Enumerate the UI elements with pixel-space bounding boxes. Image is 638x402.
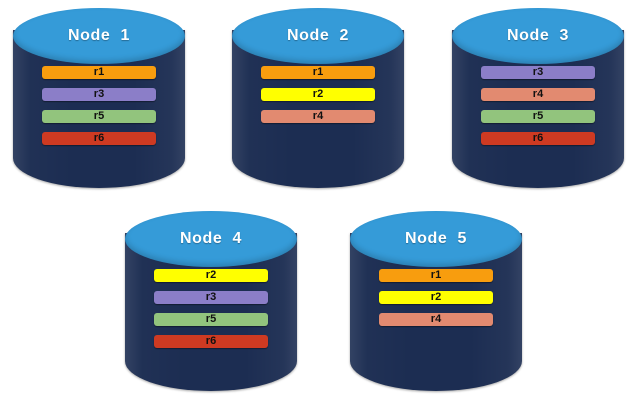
replica-bar-r4[interactable]: r4 (261, 110, 375, 123)
database-node-2[interactable]: Node 2 r1 r2 r4 (232, 8, 404, 188)
replica-bar-r2[interactable]: r2 (154, 269, 268, 282)
replica-label: r1 (430, 269, 442, 281)
node-title: Node 1 (68, 27, 130, 44)
replica-bar-r2[interactable]: r2 (261, 88, 375, 101)
replica-label: r4 (312, 110, 324, 122)
replica-bar-r3[interactable]: r3 (481, 66, 595, 79)
replica-label: r6 (93, 132, 105, 144)
replica-label: r3 (532, 66, 544, 78)
replica-label: r2 (312, 88, 324, 100)
replica-label: r2 (205, 269, 217, 281)
node-cylinder-top-ellipse (452, 8, 624, 64)
node-title: Node 2 (287, 27, 349, 44)
database-node-3[interactable]: Node 3 r3 r4 r5 r6 (452, 8, 624, 188)
replica-label: r2 (430, 291, 442, 303)
node-title: Node 5 (405, 230, 467, 247)
replica-label: r3 (205, 291, 217, 303)
node-cylinder-top-ellipse (125, 211, 297, 267)
replica-bar-r1[interactable]: r1 (379, 269, 493, 282)
node-cylinder-top-ellipse (232, 8, 404, 64)
replica-list: r1 r2 r4 (261, 66, 375, 123)
node-cylinder-top-ellipse (350, 211, 522, 267)
replica-bar-r2[interactable]: r2 (379, 291, 493, 304)
replica-label: r5 (93, 110, 105, 122)
database-node-4[interactable]: Node 4 r2 r3 r5 r6 (125, 211, 297, 391)
replica-bar-r6[interactable]: r6 (154, 335, 268, 348)
node-title: Node 3 (507, 27, 569, 44)
replica-bar-r3[interactable]: r3 (42, 88, 156, 101)
replica-label: r1 (93, 66, 105, 78)
replica-bar-r1[interactable]: r1 (261, 66, 375, 79)
replica-bar-r5[interactable]: r5 (154, 313, 268, 326)
replica-label: r5 (532, 110, 544, 122)
replica-label: r4 (532, 88, 544, 100)
replica-bar-r3[interactable]: r3 (154, 291, 268, 304)
replica-label: r3 (93, 88, 105, 100)
replica-label: r4 (430, 313, 442, 325)
replica-label: r5 (205, 313, 217, 325)
replica-bar-r5[interactable]: r5 (42, 110, 156, 123)
replica-bar-r4[interactable]: r4 (481, 88, 595, 101)
database-node-1[interactable]: Node 1 r1 r3 r5 r6 (13, 8, 185, 188)
replica-list: r1 r3 r5 r6 (42, 66, 156, 145)
replica-bar-r4[interactable]: r4 (379, 313, 493, 326)
replica-bar-r1[interactable]: r1 (42, 66, 156, 79)
node-cylinder-top-ellipse (13, 8, 185, 64)
node-title: Node 4 (180, 230, 242, 247)
replica-bar-r6[interactable]: r6 (481, 132, 595, 145)
replica-list: r1 r2 r4 (379, 269, 493, 326)
replica-list: r2 r3 r5 r6 (154, 269, 268, 348)
replica-bar-r6[interactable]: r6 (42, 132, 156, 145)
replica-bar-r5[interactable]: r5 (481, 110, 595, 123)
replica-label: r6 (532, 132, 544, 144)
replica-label: r1 (312, 66, 324, 78)
database-node-5[interactable]: Node 5 r1 r2 r4 (350, 211, 522, 391)
replica-label: r6 (205, 335, 217, 347)
replica-list: r3 r4 r5 r6 (481, 66, 595, 145)
